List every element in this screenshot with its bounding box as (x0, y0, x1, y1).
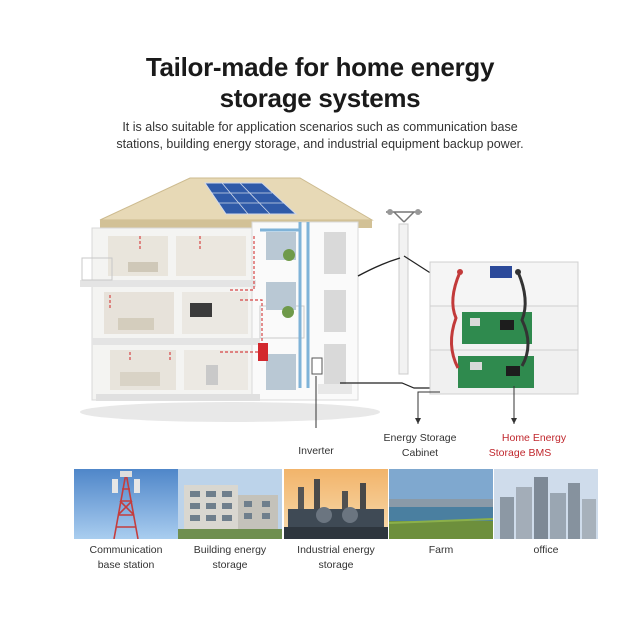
solar-panel-icon (204, 182, 298, 215)
caption-line-1: Farm (428, 544, 454, 556)
caption-line-2: base station (97, 559, 155, 571)
title-line-1: Tailor-made for home energy (145, 52, 495, 82)
communication-base-station-image (74, 469, 178, 539)
caption-farm: Farm (389, 543, 493, 558)
subtitle-line-1: It is also suitable for application scen… (122, 120, 518, 134)
title-line-2: storage systems (219, 83, 421, 113)
utility-pole-icon (386, 209, 422, 375)
subtitle-line-2: stations, building energy storage, and i… (116, 137, 524, 151)
inverter-label: Inverter (298, 445, 334, 457)
callout-lines (315, 376, 517, 428)
building-energy-storage-image (178, 469, 282, 539)
house-cutaway (80, 221, 359, 401)
caption-line-1: office (533, 544, 559, 556)
caption-line-1: Communication (89, 544, 163, 556)
cabinet-label-line-1: Energy Storage (383, 432, 457, 444)
bms-label-line-2: Storage BMS (488, 447, 552, 459)
caption-industrial-energy-storage: Industrial energy storage (284, 543, 388, 573)
caption-communication-base-station: Communication base station (74, 543, 178, 573)
caption-line-2: storage (212, 559, 248, 571)
caption-line-2: storage (318, 559, 354, 571)
industrial-energy-storage-image (284, 469, 388, 539)
farm-image (389, 469, 493, 539)
caption-office: office (494, 543, 598, 558)
office-image (494, 469, 598, 539)
caption-line-1: Industrial energy (297, 544, 375, 556)
caption-line-1: Building energy (193, 544, 267, 556)
cabinet-label-line-2: Cabinet (401, 447, 439, 459)
caption-building-energy-storage: Building energy storage (178, 543, 282, 573)
home-energy-system-illustration (80, 177, 579, 428)
bms-label-line-1: Home Energy (501, 432, 567, 444)
energy-storage-cabinet (429, 261, 579, 395)
